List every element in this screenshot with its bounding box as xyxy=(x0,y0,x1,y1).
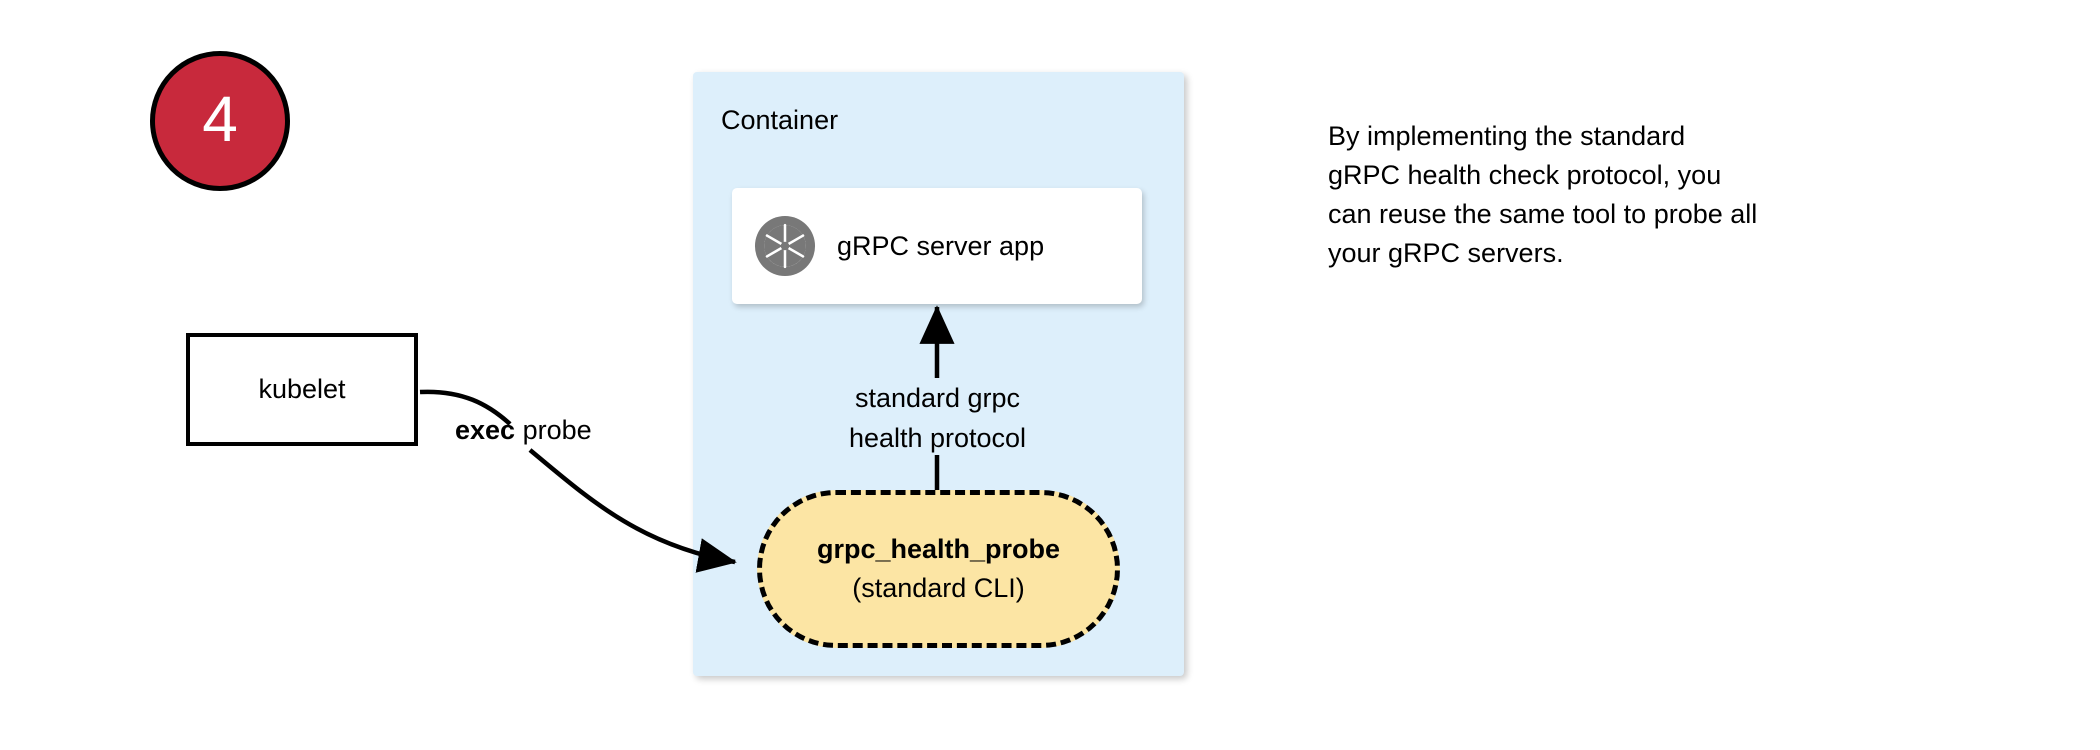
explanation-note-line-3: can reuse the same tool to probe all xyxy=(1328,199,1758,229)
grpc-health-probe-subtitle: (standard CLI) xyxy=(852,573,1025,603)
explanation-note-line-4: your gRPC servers. xyxy=(1328,238,1564,268)
step-number-badge: 4 xyxy=(150,51,290,191)
grpc-health-probe-pill: grpc_health_probe (standard CLI) xyxy=(757,490,1120,648)
explanation-note-line-2: gRPC health check protocol, you xyxy=(1328,160,1722,190)
kubelet-box: kubelet xyxy=(186,333,418,446)
grpc-health-probe-title: grpc_health_probe xyxy=(816,534,1061,564)
kubelet-label: kubelet xyxy=(258,374,346,404)
health-protocol-line-1: standard grpc xyxy=(854,383,1021,413)
health-protocol-label: standard grpc health protocol xyxy=(840,378,1035,458)
grpc-server-app-card: gRPC server app xyxy=(732,188,1142,304)
step-number-label: 4 xyxy=(202,83,238,155)
grpc-server-app-label: gRPC server app xyxy=(837,230,1045,261)
exec-probe-keyword: exec xyxy=(455,415,516,445)
explanation-note: By implementing the standard gRPC health… xyxy=(1328,117,1908,273)
health-protocol-line-2: health protocol xyxy=(848,423,1027,453)
aperture-icon xyxy=(754,215,816,277)
explanation-note-line-1: By implementing the standard xyxy=(1328,121,1686,151)
exec-probe-label: exec probe xyxy=(455,417,592,444)
exec-probe-suffix: probe xyxy=(515,415,592,445)
container-label: Container xyxy=(721,105,839,135)
